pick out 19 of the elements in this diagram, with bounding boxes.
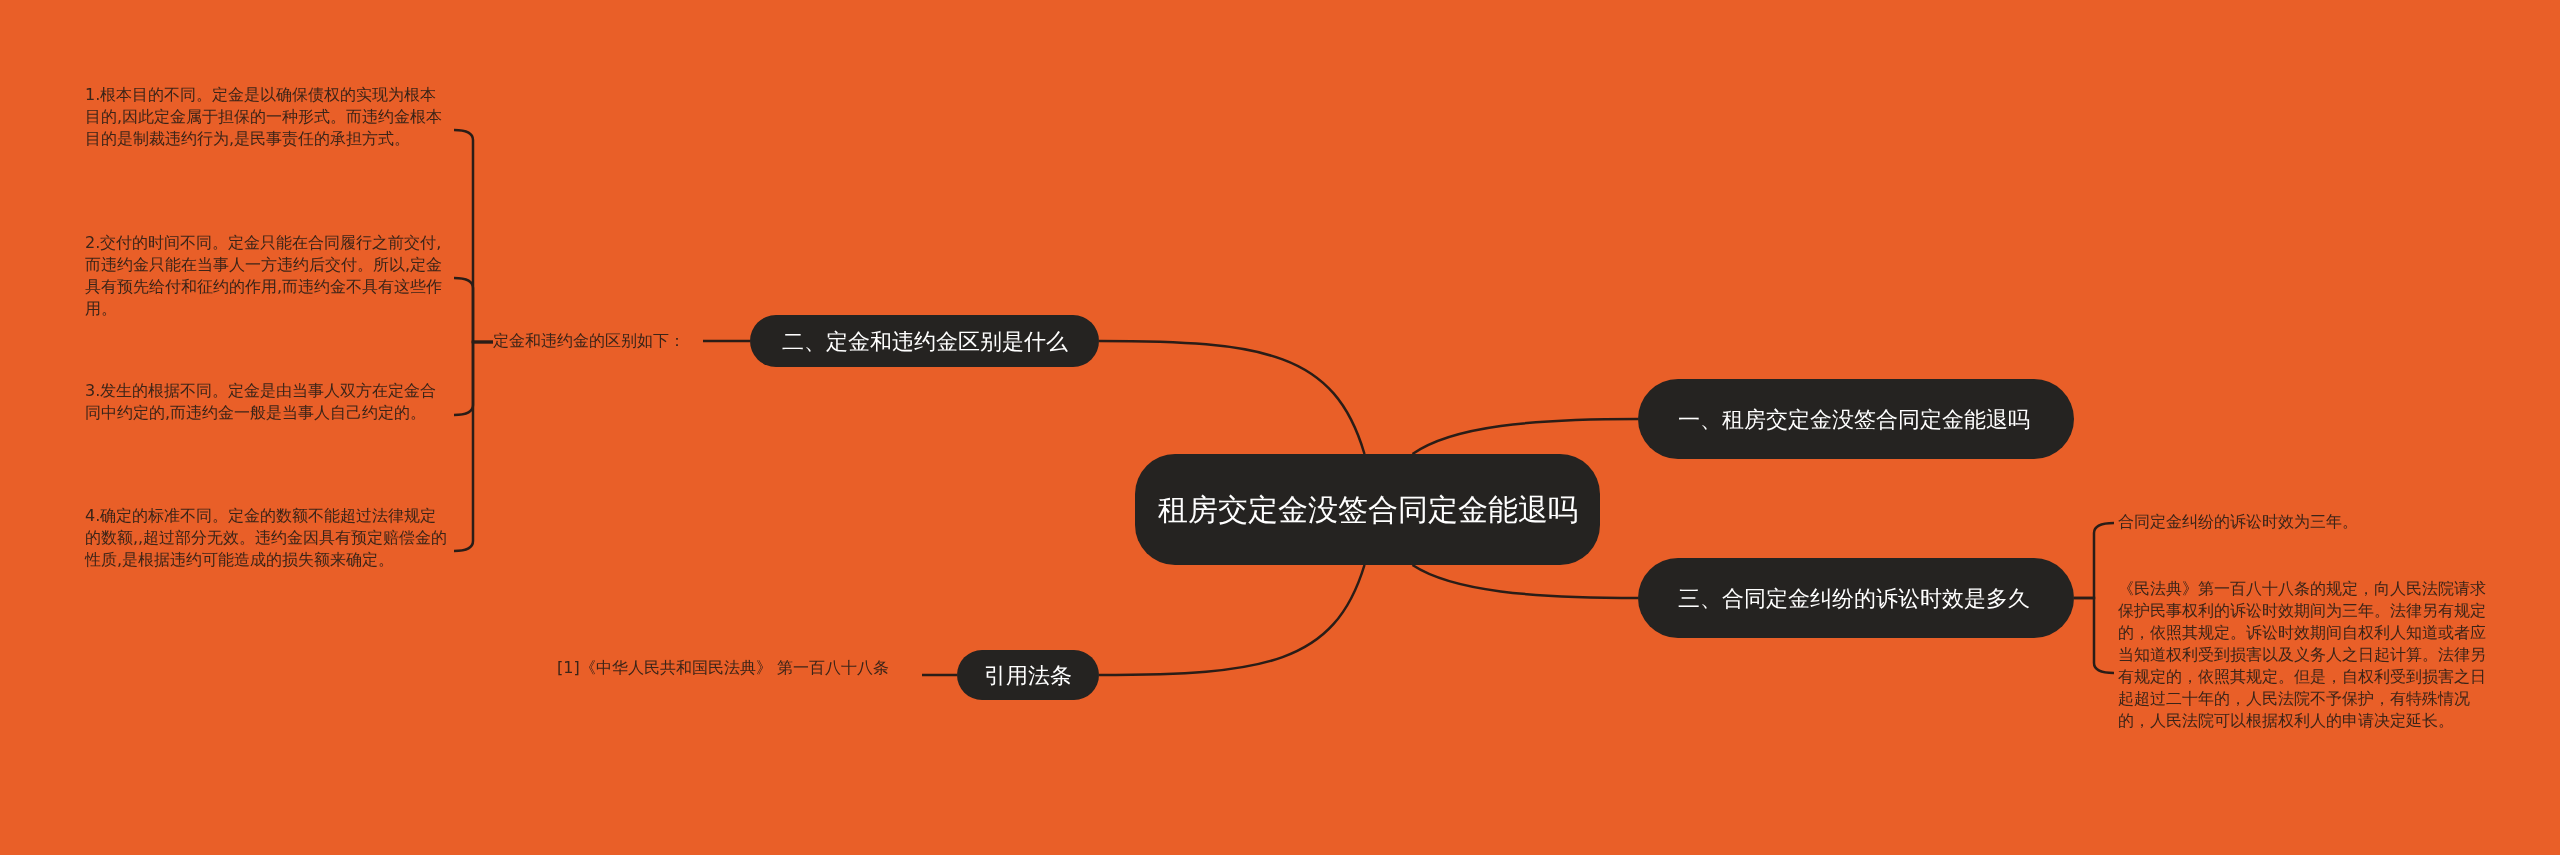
connector-line (1099, 339, 1366, 455)
note-text: 合同定金纠纷的诉讼时效为三年。 (2118, 511, 2378, 535)
connector-line (703, 339, 750, 343)
topic-pill: 引用法条 (957, 650, 1099, 700)
note-text: [1]《中华人民共和国民法典》 第一百八十八条 (557, 657, 922, 701)
connector-line (1411, 417, 1638, 456)
connector-line (1411, 563, 1638, 600)
note-text: 3.发生的根据不同。定金是由当事人双方在定金合同中约定的,而违约金一般是当事人自己约定的。 (85, 380, 450, 450)
note-text: 4.确定的标准不同。定金的数额不能超过法律规定的数额,,超过部分无效。违约金因具有预定赔偿金的性质,是根据违约可能造成的损失额来确定。 (85, 505, 450, 597)
connector-line (922, 673, 957, 677)
connector-line (1099, 564, 1366, 677)
note-text: 1.根本目的不同。定金是以确保债权的实现为根本目的,因此定金属于担保的一种形式。而违约金根本目的是制裁违约行为,是民事责任的承担方式。 (85, 84, 450, 176)
topic-pill: 一、租房交定金没签合同定金能退吗 (1638, 379, 2074, 459)
topic-pill: 三、合同定金纠纷的诉讼时效是多久 (1638, 558, 2074, 638)
topic-pill: 二、定金和违约金区别是什么 (750, 315, 1099, 367)
central-topic-pill: 租房交定金没签合同定金能退吗 (1135, 454, 1600, 565)
note-text: 定金和违约金的区别如下： (493, 330, 703, 354)
note-text: 《民法典》第一百八十八条的规定，向人民法院请求保护民事权利的诉讼时效期间为三年。法律另有规定的，依照其规定。诉讼时效期间自权利人知道或者应当知道权利受到损害以及义务人之日起计算。法律另有规定的，依照其规定。但是，自权利受到损害之日起超过二十年的，人民法院不予保护，有特殊情况的，人民法院可以根据权利人的申请决定延长。 (2118, 578, 2486, 768)
note-text: 2.交付的时间不同。定金只能在合同履行之前交付,而违约金只能在当事人一方违约后交付。所以,定金具有预先给付和征约的作用,而违约金不具有这些作用。 (85, 232, 450, 324)
